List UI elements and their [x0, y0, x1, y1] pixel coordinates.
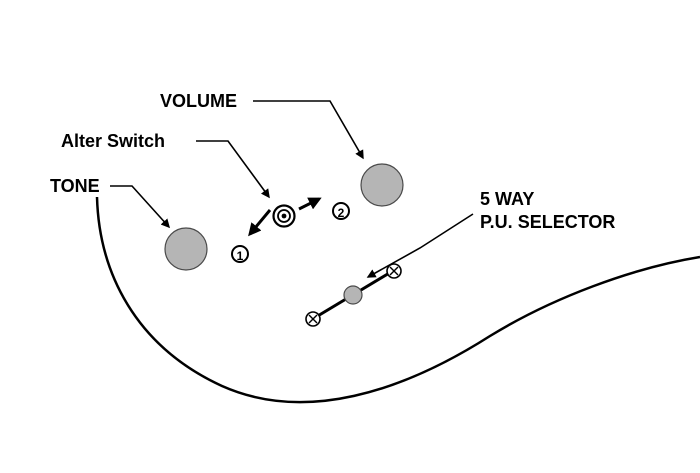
- body-outline-curve: [95, 196, 700, 404]
- selector-screw-icon: [386, 263, 402, 279]
- volume-label: VOLUME: [160, 91, 238, 111]
- selector-knob: [343, 285, 363, 305]
- alter-switch: [272, 204, 296, 228]
- tone-label: TONE: [50, 176, 100, 196]
- selector-screw-icon: [305, 311, 321, 327]
- pickup-selector: [305, 263, 402, 327]
- alter-switch-leader-line: [196, 140, 270, 199]
- position-1-badge: 1: [231, 245, 249, 263]
- volume-knob: [360, 163, 404, 207]
- tone-leader-line: [110, 185, 171, 229]
- alter-switch-label: Alter Switch: [61, 131, 166, 151]
- selector-leader-line: [366, 213, 474, 278]
- switch-direction-arrow-1: [248, 209, 272, 237]
- switch-direction-arrow-2: [298, 197, 322, 211]
- volume-leader-line: [253, 100, 364, 160]
- selector-label-line2: P.U. SELECTOR: [480, 212, 616, 232]
- selector-label-line1: 5 WAY: [480, 189, 535, 209]
- position-2-badge: 2: [332, 202, 350, 220]
- tone-knob: [164, 227, 208, 271]
